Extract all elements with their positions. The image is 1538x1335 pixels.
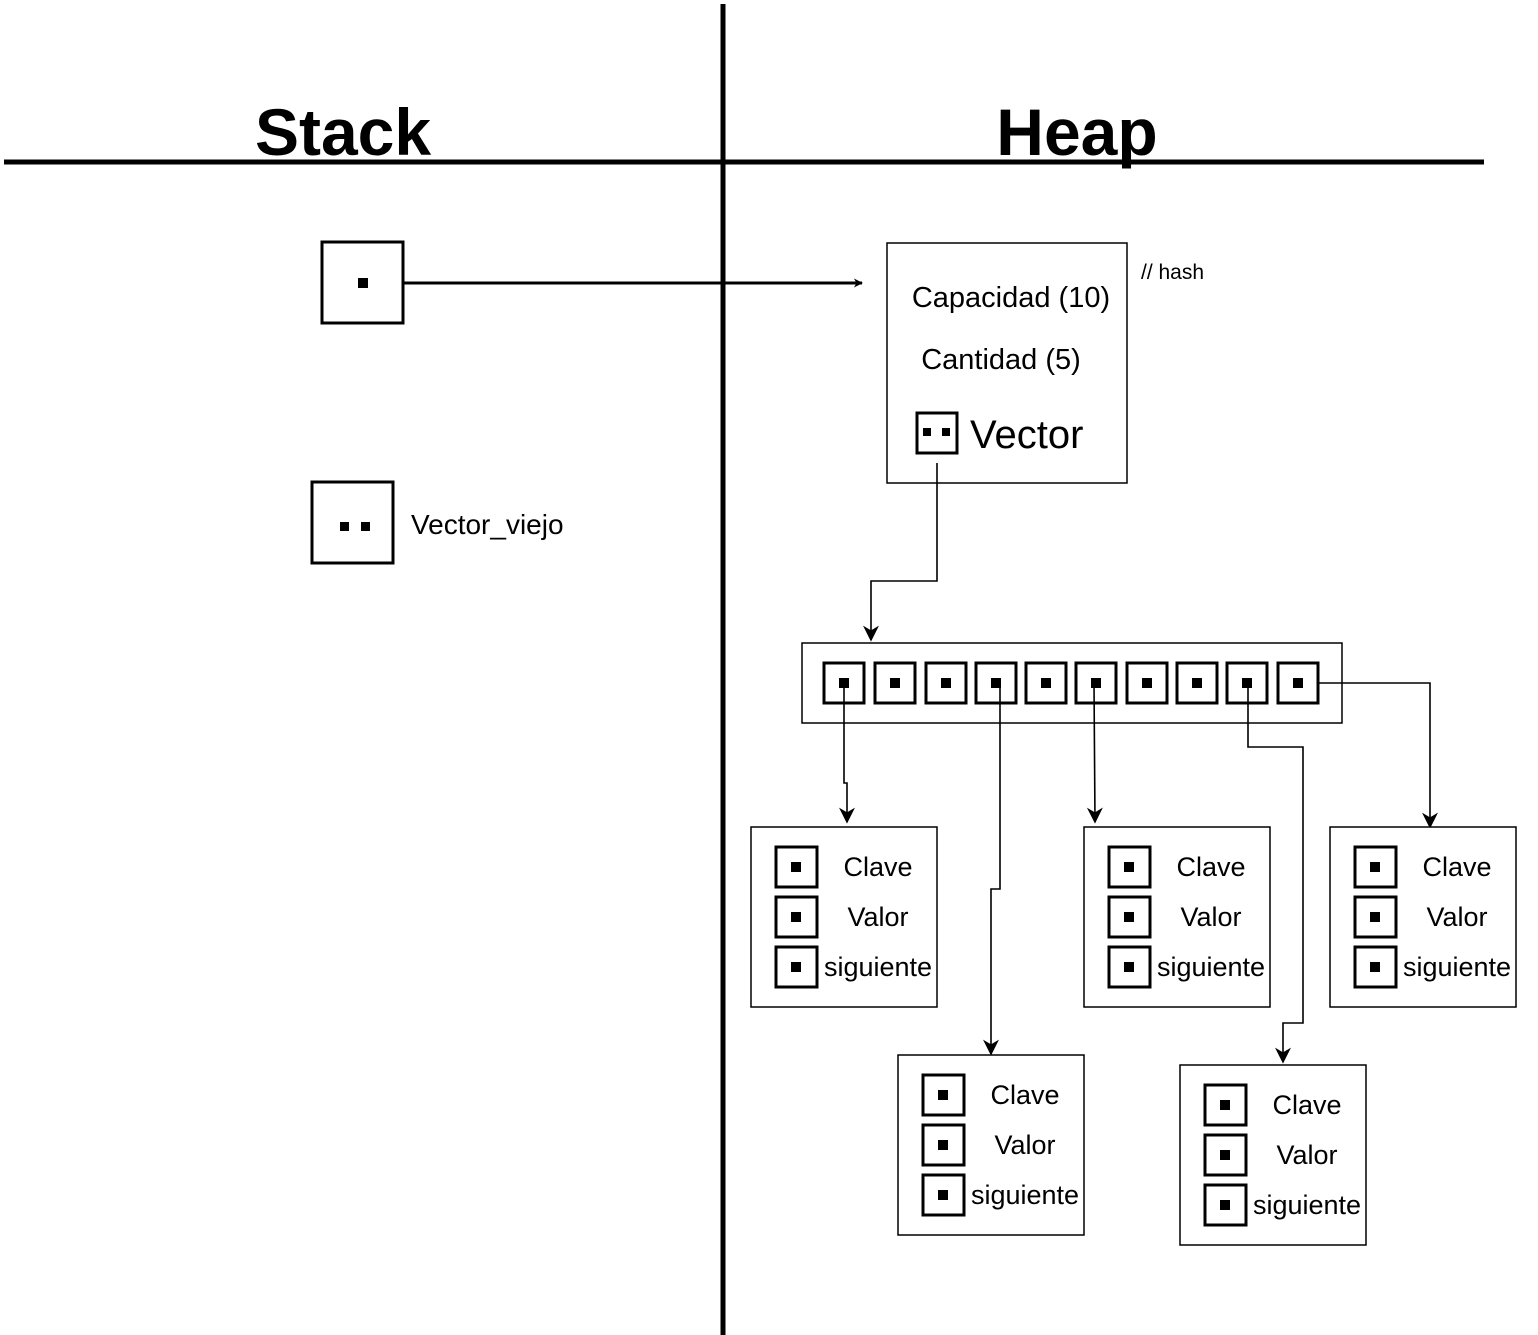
node-siguiente-label: siguiente xyxy=(1157,952,1265,982)
node-siguiente-label: siguiente xyxy=(971,1180,1079,1210)
bucket-slot xyxy=(924,661,968,705)
stack-vector-viejo xyxy=(310,480,395,565)
capacity-label: Capacidad (10) xyxy=(912,282,1110,314)
hash-nodes: ClaveValorsiguienteClaveValorsiguienteCl… xyxy=(750,826,1517,1246)
bucket-slot xyxy=(873,661,917,705)
node-valor-label: Valor xyxy=(1426,902,1487,932)
bucket-slot xyxy=(1225,661,1269,705)
node-clave-label: Clave xyxy=(990,1080,1059,1110)
bucket-slot xyxy=(1125,661,1169,705)
vector-pointer-field xyxy=(915,411,959,455)
node-clave-label: Clave xyxy=(1422,852,1491,882)
count-label: Cantidad (5) xyxy=(921,344,1081,376)
node-field-box xyxy=(774,845,819,889)
bucket-slot xyxy=(1175,661,1219,705)
node-siguiente-label: siguiente xyxy=(1253,1190,1361,1220)
node-field-box xyxy=(1107,895,1152,939)
node-field-box xyxy=(1353,845,1398,889)
node-clave-label: Clave xyxy=(1272,1090,1341,1120)
slot-4-arrow xyxy=(983,683,1001,1056)
node-field-box xyxy=(1353,945,1398,989)
node-field-box xyxy=(774,945,819,989)
stack-pointer-hash xyxy=(320,240,405,325)
node-clave-label: Clave xyxy=(1176,852,1245,882)
node-siguiente-label: siguiente xyxy=(1403,952,1511,982)
node-field-box xyxy=(1203,1133,1248,1177)
node-field-box xyxy=(1107,845,1152,889)
node-field-box xyxy=(774,895,819,939)
node-field-box xyxy=(1353,895,1398,939)
slot-9-arrow xyxy=(1247,683,1304,1064)
node-clave-label: Clave xyxy=(843,852,912,882)
vector-label: Vector xyxy=(970,413,1083,457)
stack-title: Stack xyxy=(255,95,431,169)
node-field-box xyxy=(1107,945,1152,989)
vector-to-array-arrow xyxy=(863,463,938,642)
bucket-slot xyxy=(1276,661,1320,705)
hash-comment: // hash xyxy=(1141,261,1204,284)
node-valor-label: Valor xyxy=(1276,1140,1337,1170)
node-field-box xyxy=(921,1173,966,1217)
node-field-box xyxy=(921,1073,966,1117)
node-valor-label: Valor xyxy=(994,1130,1055,1160)
node-valor-label: Valor xyxy=(1180,902,1241,932)
node-siguiente-label: siguiente xyxy=(824,952,932,982)
bucket-slot xyxy=(1074,661,1118,705)
slot-6-arrow xyxy=(1086,682,1103,824)
node-field-box xyxy=(921,1123,966,1167)
node-field-box xyxy=(1203,1183,1248,1227)
vector-viejo-label: Vector_viejo xyxy=(411,509,564,540)
heap-title: Heap xyxy=(996,95,1157,169)
bucket-slot xyxy=(1024,661,1068,705)
slot-10-arrow xyxy=(1318,682,1438,829)
slot-1-arrow xyxy=(839,683,855,824)
bucket-slot xyxy=(974,661,1018,705)
node-field-box xyxy=(1203,1083,1248,1127)
node-valor-label: Valor xyxy=(847,902,908,932)
